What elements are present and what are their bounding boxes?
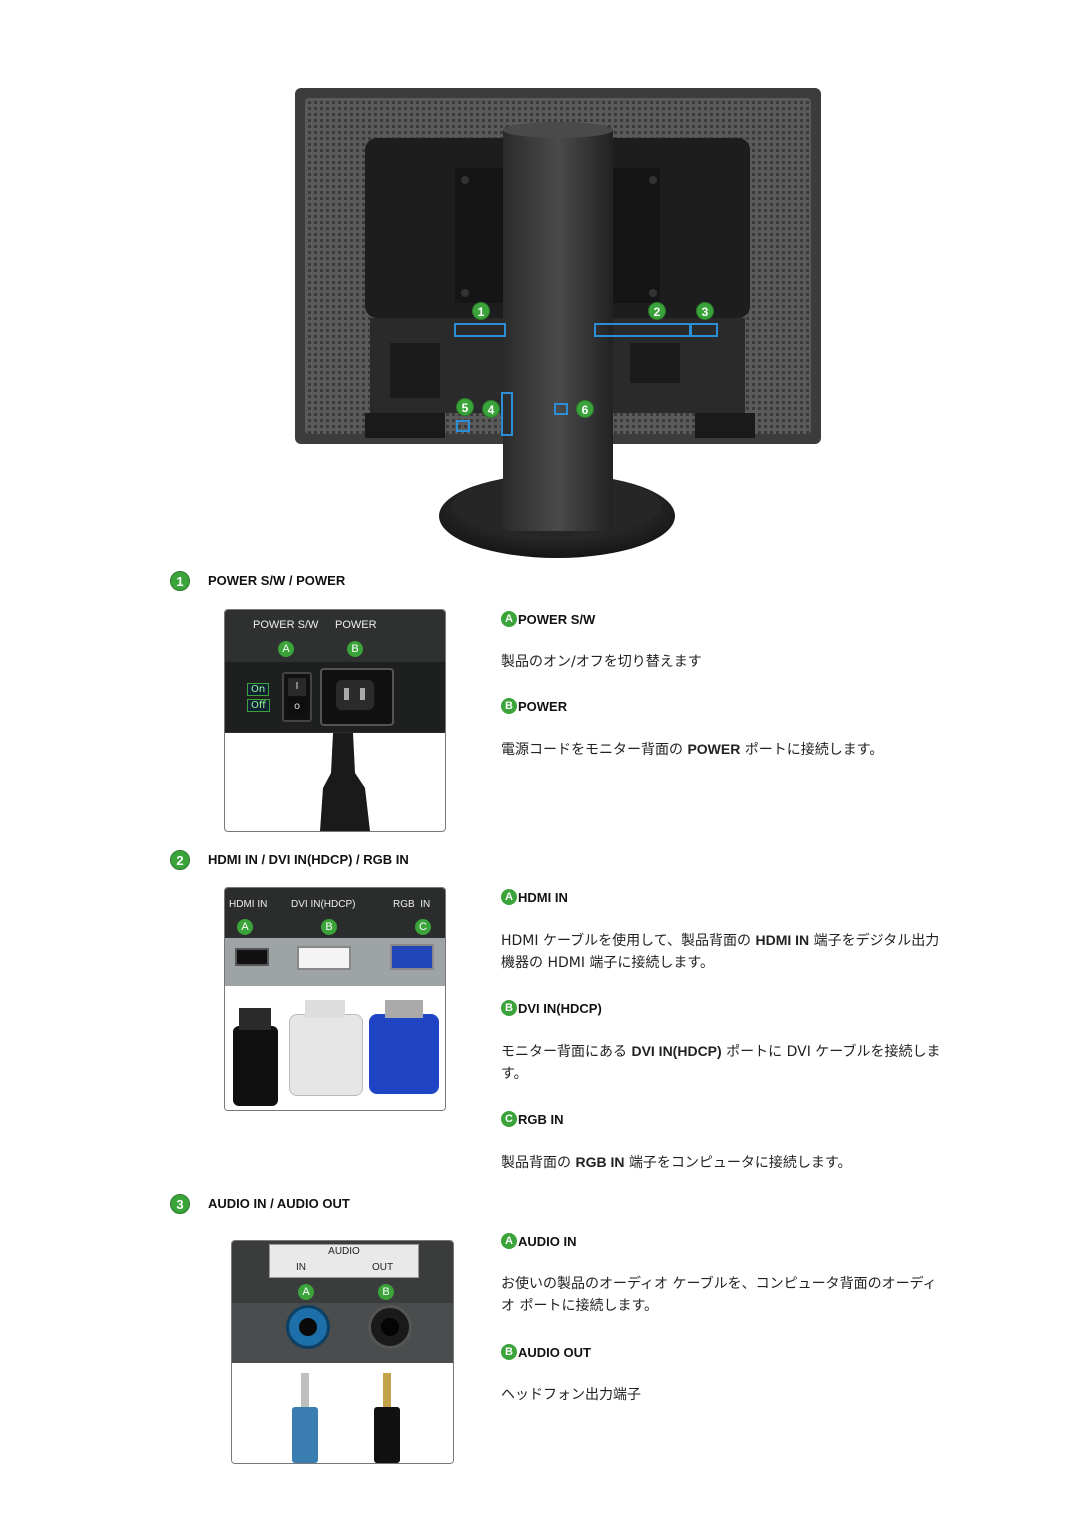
photo-letter-a: A — [278, 641, 294, 657]
marker-2: 2 — [648, 302, 666, 320]
letter-b-icon: B — [501, 1344, 517, 1360]
section-1-number: 1 — [170, 571, 190, 591]
rocker-switch: I o — [282, 672, 312, 722]
letter-c-icon: C — [501, 1111, 517, 1127]
audio-in-label: IN — [296, 1262, 306, 1273]
audio-out-heading-text: AUDIO OUT — [518, 1344, 591, 1360]
power-label: POWER — [335, 619, 377, 631]
rgb-in-label: RGB IN — [393, 899, 431, 910]
hdmi-in-label: HDMI IN — [229, 899, 268, 910]
marker-1: 1 — [472, 302, 490, 320]
section-3-number: 3 — [170, 1194, 190, 1214]
vga-cable — [369, 1014, 439, 1094]
switch-on-label: On — [247, 683, 270, 696]
dvi-in-heading-text: DVI IN(HDCP) — [518, 1000, 602, 1016]
photo-letter-b: B — [321, 919, 337, 935]
section-2-title: HDMI IN / DVI IN(HDCP) / RGB IN — [208, 852, 409, 867]
power-socket — [320, 668, 394, 726]
power-heading-text: POWER — [518, 698, 568, 714]
power-heading: B POWER — [501, 698, 567, 714]
section-1-title: POWER S/W / POWER — [208, 573, 346, 588]
monitor-rear-drawing — [295, 88, 821, 558]
photo-letter-a: A — [298, 1284, 314, 1300]
marker-4: 4 — [482, 400, 500, 418]
audio-ports-photo: AUDIO IN OUT A B — [231, 1240, 454, 1464]
vga-port — [390, 944, 434, 970]
dvi-in-heading: B DVI IN(HDCP) — [501, 1000, 602, 1016]
section-3-title: AUDIO IN / AUDIO OUT — [208, 1196, 350, 1211]
power-cable-drawing — [320, 733, 370, 831]
dvi-port — [297, 946, 351, 970]
hdmi-in-heading-text: HDMI IN — [518, 889, 568, 905]
audio-in-plug — [301, 1373, 309, 1407]
audio-label-box: AUDIO IN OUT — [269, 1244, 419, 1278]
hdmi-port — [235, 948, 269, 966]
audio-in-heading: A AUDIO IN — [501, 1233, 577, 1249]
dvi-in-label: DVI IN(HDCP) — [291, 899, 356, 910]
audio-out-jack — [368, 1305, 412, 1349]
marker-3: 3 — [696, 302, 714, 320]
letter-a-icon: A — [501, 611, 517, 627]
photo-letter-c: C — [415, 919, 431, 935]
dvi-in-description: モニター背面にある DVI IN(HDCP) ポートに DVI ケーブルを接続し… — [501, 1043, 941, 1082]
switch-off-label: Off — [247, 699, 270, 712]
power-sw-heading-text: POWER S/W — [518, 611, 596, 627]
hdmi-cable — [233, 1026, 278, 1106]
rgb-in-description: 製品背面の RGB IN 端子をコンピュータに接続します。 — [501, 1154, 852, 1171]
marker-5: 5 — [456, 398, 474, 416]
letter-b-icon: B — [501, 1000, 517, 1016]
audio-out-description: ヘッドフォン出力端子 — [501, 1387, 641, 1403]
rgb-in-heading-text: RGB IN — [518, 1111, 564, 1127]
letter-a-icon: A — [501, 889, 517, 905]
photo-letter-b: B — [347, 641, 363, 657]
marker-6: 6 — [576, 400, 594, 418]
hdmi-in-description: HDMI ケーブルを使用して、製品背面の HDMI IN 端子をデジタル出力機器… — [501, 932, 940, 971]
power-sw-heading: A POWER S/W — [501, 611, 595, 627]
rgb-in-heading: C RGB IN — [501, 1111, 564, 1127]
audio-title: AUDIO — [328, 1246, 360, 1257]
power-description: 電源コードをモニター背面の POWER ポートに接続します。 — [501, 741, 884, 758]
photo-letter-a: A — [237, 919, 253, 935]
power-sw-description: 製品のオン/オフを切り替えます — [501, 654, 702, 670]
power-sw-label: POWER S/W — [253, 619, 319, 631]
dvi-cable — [289, 1014, 363, 1096]
audio-out-heading: B AUDIO OUT — [501, 1344, 591, 1360]
photo-letter-b: B — [378, 1284, 394, 1300]
hdmi-in-heading: A HDMI IN — [501, 889, 568, 905]
section-2-number: 2 — [170, 850, 190, 870]
monitor-rear-illustration: 1 2 3 4 5 6 — [295, 88, 821, 562]
power-port-photo: POWER S/W POWER A B I o On Off — [224, 609, 446, 832]
video-ports-photo: HDMI IN DVI IN(HDCP) RGB IN A B C — [224, 887, 446, 1111]
audio-in-heading-text: AUDIO IN — [518, 1233, 577, 1249]
audio-in-jack — [286, 1305, 330, 1349]
audio-out-label: OUT — [372, 1262, 394, 1273]
audio-out-plug — [383, 1373, 391, 1407]
audio-in-description: お使いの製品のオーディオ ケーブルを、コンピュータ背面のオーディオ ポートに接続… — [501, 1276, 937, 1314]
letter-b-icon: B — [501, 698, 517, 714]
letter-a-icon: A — [501, 1233, 517, 1249]
